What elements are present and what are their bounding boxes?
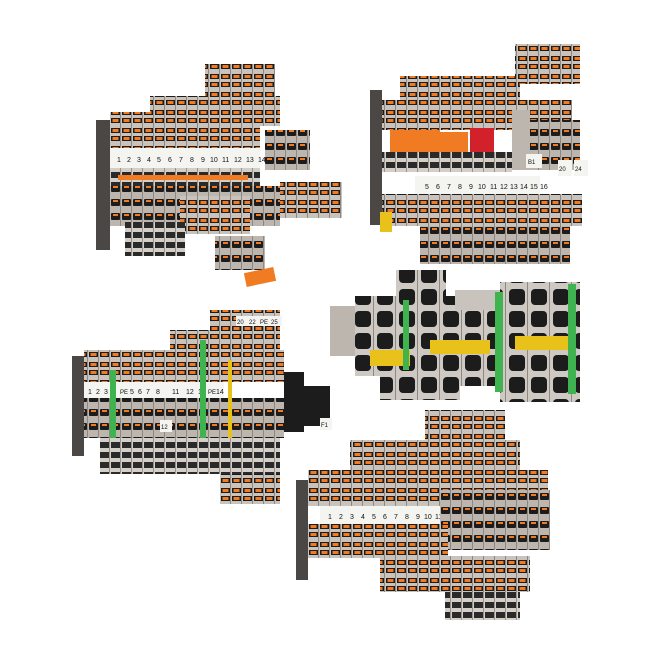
svg-text:1: 1	[117, 157, 121, 164]
svg-text:3: 3	[137, 157, 141, 164]
svg-text:1: 1	[88, 389, 92, 396]
svg-text:13: 13	[510, 184, 518, 191]
svg-text:2: 2	[96, 389, 100, 396]
svg-text:15: 15	[530, 184, 538, 191]
svg-text:1: 1	[328, 514, 332, 521]
top-right-marker-row: 5 6 7 8 9 10 11 12 13 14 15 16	[425, 184, 548, 191]
assembly-middle-right	[330, 270, 580, 402]
svg-text:12: 12	[186, 389, 194, 396]
svg-text:11: 11	[172, 389, 179, 396]
svg-text:14: 14	[258, 157, 266, 164]
svg-text:14: 14	[216, 389, 224, 396]
svg-text:4: 4	[147, 157, 151, 164]
svg-text:11: 11	[222, 157, 229, 164]
svg-text:7: 7	[146, 389, 150, 396]
top-left-marker-row: 1 2 3 4 5 6 7 8 9 10 11 12 13 14	[117, 157, 266, 164]
svg-text:3: 3	[104, 389, 108, 396]
svg-text:4: 4	[361, 514, 365, 521]
svg-text:11: 11	[435, 514, 442, 521]
svg-text:PE: PE	[260, 320, 268, 326]
svg-text:3: 3	[350, 514, 354, 521]
svg-text:12: 12	[161, 425, 168, 431]
svg-text:9: 9	[416, 514, 420, 521]
svg-text:5: 5	[425, 184, 429, 191]
svg-text:9: 9	[201, 157, 205, 164]
svg-text:24: 24	[575, 167, 582, 173]
assembly-top-right: 5 6 7 8 9 10 11 12 13 14 15 16 B1 20 24	[370, 44, 588, 264]
assembly-bottom: 1 2 3 4 5 6 7 8 9 10 11	[296, 410, 550, 620]
svg-text:12: 12	[500, 184, 508, 191]
svg-text:14: 14	[520, 184, 528, 191]
svg-text:8: 8	[190, 157, 194, 164]
svg-text:7: 7	[447, 184, 451, 191]
svg-text:6: 6	[436, 184, 440, 191]
svg-text:10: 10	[424, 514, 432, 521]
svg-text:F1: F1	[321, 423, 329, 429]
bottom-marker-row: 1 2 3 4 5 6 7 8 9 10 11	[328, 514, 442, 521]
svg-text:9: 9	[469, 184, 473, 191]
svg-text:6: 6	[383, 514, 387, 521]
svg-text:7: 7	[179, 157, 183, 164]
svg-text:10: 10	[210, 157, 218, 164]
svg-text:10: 10	[478, 184, 486, 191]
svg-text:20: 20	[559, 167, 566, 173]
assembly-top-left: 1 2 3 4 5 6 7 8 9 10 11 12 13 14	[96, 64, 342, 287]
svg-text:PE: PE	[120, 390, 128, 396]
svg-text:6: 6	[138, 389, 142, 396]
svg-text:2: 2	[339, 514, 343, 521]
svg-text:25: 25	[271, 320, 278, 326]
svg-text:20: 20	[237, 320, 244, 326]
svg-text:2: 2	[127, 157, 131, 164]
svg-text:8: 8	[458, 184, 462, 191]
svg-text:12: 12	[234, 157, 242, 164]
svg-text:5: 5	[130, 389, 134, 396]
svg-text:5: 5	[372, 514, 376, 521]
svg-text:13: 13	[246, 157, 254, 164]
svg-text:22: 22	[249, 320, 256, 326]
svg-text:16: 16	[540, 184, 548, 191]
svg-text:5: 5	[157, 157, 161, 164]
assembly-middle-left: 20 22 PE 25 1 2 3 4 PE 5 6 7 8 11 12 13 …	[72, 310, 332, 504]
svg-text:6: 6	[168, 157, 172, 164]
svg-text:PE: PE	[208, 390, 216, 396]
svg-text:7: 7	[394, 514, 398, 521]
svg-text:B1: B1	[528, 160, 536, 166]
svg-text:8: 8	[405, 514, 409, 521]
svg-text:11: 11	[490, 184, 497, 191]
svg-text:8: 8	[156, 389, 160, 396]
